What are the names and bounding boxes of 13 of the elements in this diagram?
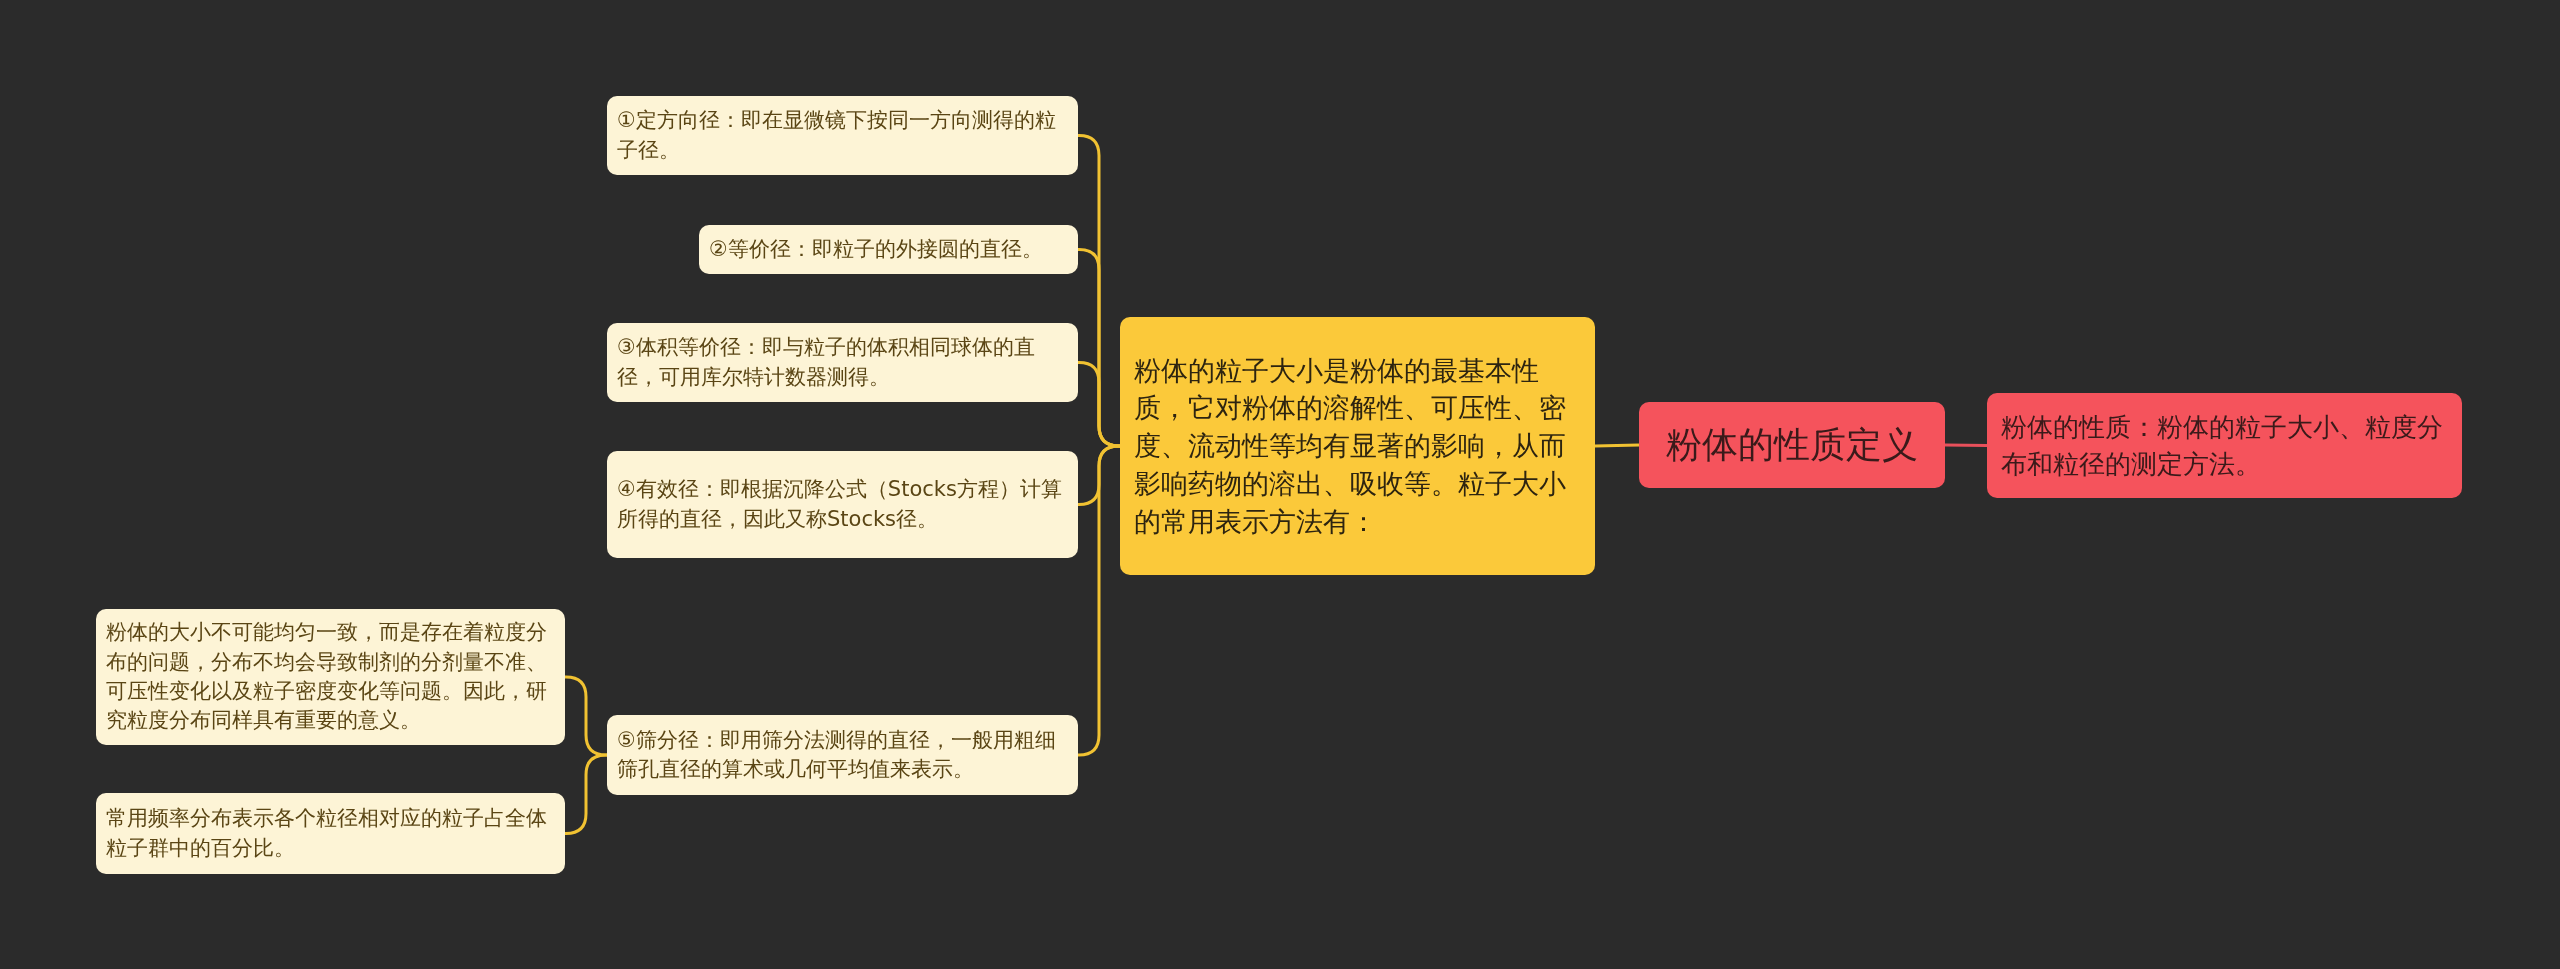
topic-box: ④有效径：即根据沉降公式（Stocks方程）计算所得的直径，因此又称Stocks径。 bbox=[607, 451, 1078, 558]
connector-line bbox=[1077, 361, 1121, 448]
topic-box: ⑤筛分径：即用筛分法测得的直径，一般用粗细筛孔直径的算术或几何平均值来表示。 bbox=[607, 715, 1078, 795]
topic-box: 粉体的粒子大小是粉体的最基本性质，它对粉体的溶解性、可压性、密度、流动性等均有显著的影响，从而影响药物的溶出、吸收等。粒子大小的常用表示方法有： bbox=[1120, 317, 1595, 575]
connector-line bbox=[1945, 443, 1987, 447]
topic-box: 粉体的性质定义 bbox=[1639, 402, 1945, 488]
topic-box: 常用频率分布表示各个粒径相对应的粒子占全体粒子群中的百分比。 bbox=[96, 793, 565, 874]
connector-line bbox=[1594, 443, 1640, 448]
topic-box: ②等价径：即粒子的外接圆的直径。 bbox=[699, 225, 1078, 274]
topic-box: 粉体的性质：粉体的粒子大小、粒度分布和粒径的测定方法。 bbox=[1987, 393, 2462, 498]
topic-box: ①定方向径：即在显微镜下按同一方向测得的粒子径。 bbox=[607, 96, 1078, 175]
topic-box: 粉体的大小不可能均匀一致，而是存在着粒度分布的问题，分布不均会导致制剂的分剂量不准、可压性变化以及粒子密度变化等问题。因此，研究粒度分布同样具有重要的意义。 bbox=[96, 609, 565, 745]
topic-box: ③体积等价径：即与粒子的体积相同球体的直径，可用库尔特计数器测得。 bbox=[607, 323, 1078, 402]
